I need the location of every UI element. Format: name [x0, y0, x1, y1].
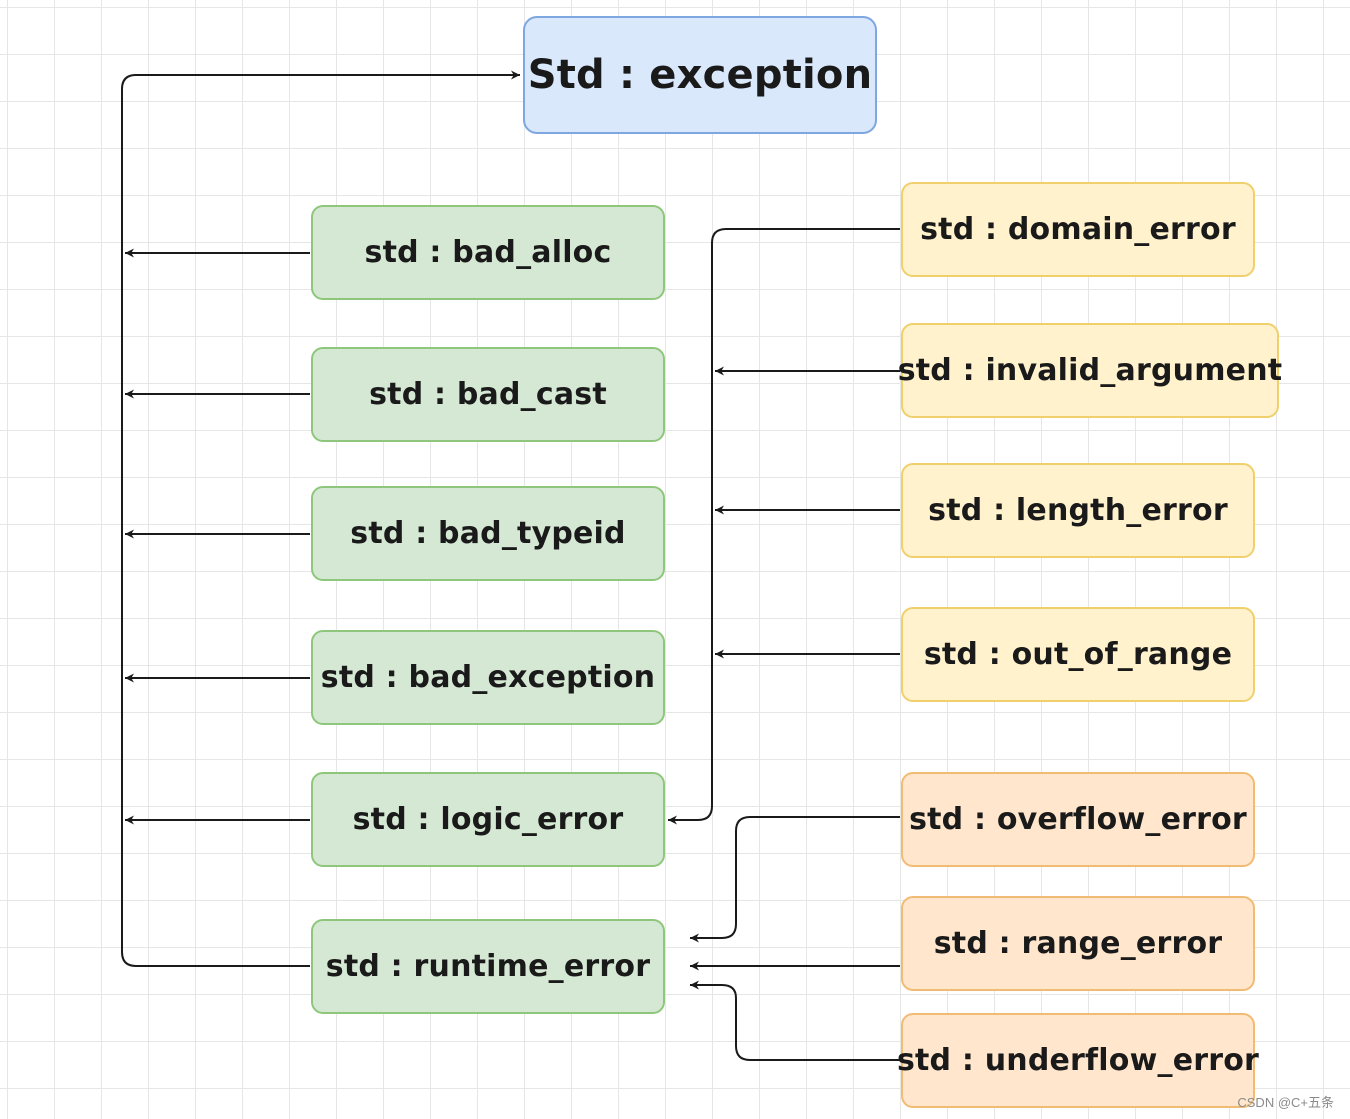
node-range-error: std : range_error: [901, 896, 1255, 991]
edge-overflow-error-to-runtime-error: [690, 816, 900, 943]
edge-underflow-error-to-runtime-error: [690, 980, 900, 1061]
node-overflow-error: std : overflow_error: [901, 772, 1255, 867]
edge-domain-error-to-logic-error: [668, 228, 900, 825]
node-out-of-range: std : out_of_range: [901, 607, 1255, 702]
node-logic-error: std : logic_error: [311, 772, 665, 867]
node-length-error: std : length_error: [901, 463, 1255, 558]
node-std-exception: Std : exception: [523, 16, 877, 134]
node-underflow-error: std : underflow_error: [897, 1013, 1259, 1108]
node-bad-cast: std : bad_cast: [311, 347, 665, 442]
node-invalid-argument: std : invalid_argument: [898, 323, 1282, 418]
node-bad-typeid: std : bad_typeid: [311, 486, 665, 581]
node-bad-exception: std : bad_exception: [311, 630, 665, 725]
edge-runtime-error-to-exception: [121, 70, 520, 967]
watermark-text: CSDN @C+五条: [1237, 1095, 1334, 1110]
node-domain-error: std : domain_error: [901, 182, 1255, 277]
node-bad-alloc: std : bad_alloc: [311, 205, 665, 300]
node-runtime-error: std : runtime_error: [311, 919, 665, 1014]
